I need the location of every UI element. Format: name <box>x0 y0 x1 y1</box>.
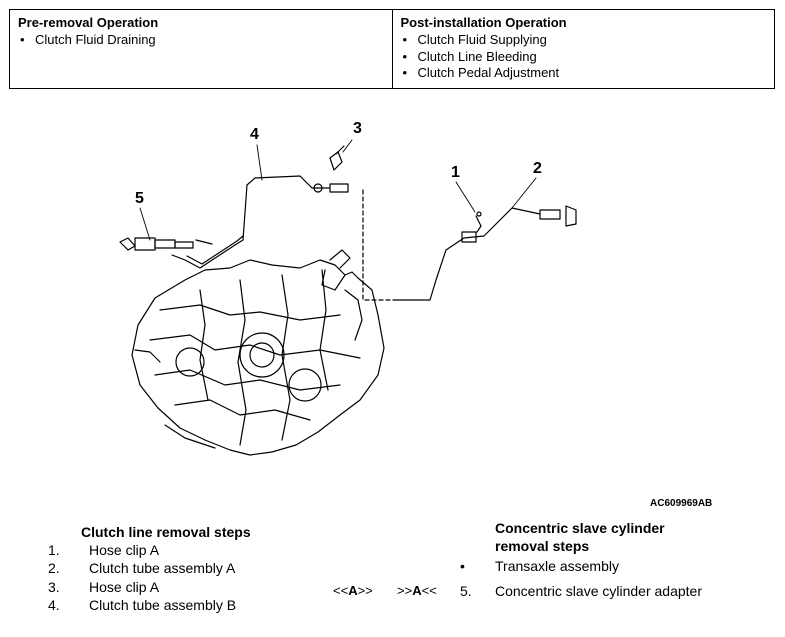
post-installation-list: Clutch Fluid Supplying Clutch Line Bleed… <box>401 32 767 82</box>
post-installation-title: Post-installation Operation <box>400 15 567 30</box>
clutch-line-illustration: 4 3 5 1 2 AC609969AB <box>0 100 785 520</box>
step-number: 5. <box>460 583 472 599</box>
illustration-drawing <box>119 139 577 456</box>
step-number: 1. <box>48 542 60 558</box>
transaxle-outline <box>131 259 385 456</box>
slave-cylinder-adapter <box>119 237 136 251</box>
step-text: Clutch tube assembly A <box>89 560 236 576</box>
step-text: Concentric slave cylinder adapter <box>495 583 702 599</box>
slave-cylinder-title-line2: removal steps <box>495 538 590 554</box>
callout-4: 4 <box>250 126 259 143</box>
operations-table: Pre-removal Operation Clutch Fluid Drain… <box>9 9 775 89</box>
removal-operation-mark: <<A>> <box>333 583 373 598</box>
installation-operation-mark: >>A<< <box>397 583 437 598</box>
slave-cylinder-removal-steps: Concentric slave cylinder removal steps … <box>330 520 780 630</box>
hose-clip-3 <box>329 151 343 171</box>
pre-removal-list: Clutch Fluid Draining <box>18 32 384 49</box>
step-number: 3. <box>48 579 60 595</box>
callout-1: 1 <box>451 164 460 181</box>
step-text: Transaxle assembly <box>495 558 619 574</box>
clutch-tube-b <box>184 175 331 269</box>
post-installation-item: Clutch Fluid Supplying <box>401 32 767 49</box>
pre-removal-cell: Pre-removal Operation Clutch Fluid Drain… <box>10 10 392 88</box>
callout-3: 3 <box>353 120 362 137</box>
post-installation-item: Clutch Line Bleeding <box>401 49 767 66</box>
clutch-line-title: Clutch line removal steps <box>81 524 251 540</box>
step-text: Hose clip A <box>89 542 160 558</box>
callout-5: 5 <box>135 190 144 207</box>
pre-removal-item: Clutch Fluid Draining <box>18 32 384 49</box>
slave-cylinder-title-line1: Concentric slave cylinder <box>495 520 665 536</box>
step-bullet: • <box>460 558 465 574</box>
step-text: Hose clip A <box>89 579 160 595</box>
step-text: Clutch tube assembly B <box>89 597 237 613</box>
post-installation-cell: Post-installation Operation Clutch Fluid… <box>391 10 775 88</box>
clutch-tube-a <box>394 207 541 301</box>
callout-2: 2 <box>533 160 542 177</box>
post-installation-item: Clutch Pedal Adjustment <box>401 65 767 82</box>
step-number: 4. <box>48 597 60 613</box>
hose-clip-1 <box>475 215 482 233</box>
step-number: 2. <box>48 560 60 576</box>
pre-removal-title: Pre-removal Operation <box>18 15 159 30</box>
figure-id: AC609969AB <box>650 498 713 509</box>
